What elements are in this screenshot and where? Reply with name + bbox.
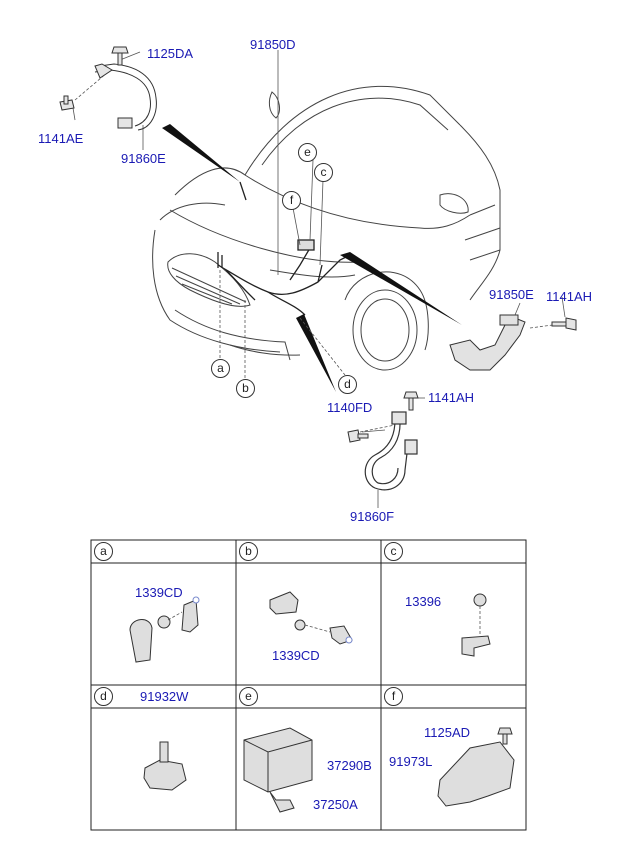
label-91850E: 91850E	[489, 287, 534, 302]
label-f-91973L: 91973L	[389, 754, 433, 769]
cell-f-parts	[437, 727, 515, 807]
bolt-1141AH-top	[551, 317, 577, 331]
grid-header-c: c	[384, 542, 403, 561]
label-91860E: 91860E	[121, 151, 166, 166]
label-91850D: 91850D	[250, 37, 296, 52]
label-c-13396: 13396	[405, 594, 442, 609]
grid-header-b: b	[239, 542, 258, 561]
cable-91860E	[94, 63, 157, 131]
car-outline	[152, 85, 501, 371]
callout-e: e	[298, 143, 317, 162]
label-a-1339CD: 1339CD	[135, 585, 183, 600]
grid-header-e: e	[239, 687, 258, 706]
label-e-37290B: 37290B	[327, 758, 372, 773]
cell-d-parts	[143, 741, 187, 791]
grid-header-f: f	[384, 687, 403, 706]
callout-f: f	[282, 191, 301, 210]
cable-91850E	[449, 314, 526, 371]
callout-b: b	[236, 379, 255, 398]
detail-grid	[90, 539, 527, 831]
cell-c-parts	[461, 593, 491, 657]
label-b-1339CD: 1339CD	[272, 648, 320, 663]
cell-b-parts	[269, 591, 353, 645]
label-91860F: 91860F	[350, 509, 395, 524]
bolt-1125DA	[111, 46, 129, 66]
callout-d: d	[338, 375, 357, 394]
label-d-91932W: 91932W	[140, 689, 189, 704]
label-1140FD: 1140FD	[327, 400, 373, 415]
grid-header-a: a	[94, 542, 113, 561]
cable-91860F	[364, 411, 418, 491]
bolt-1140FD	[347, 429, 369, 443]
leader-lines	[72, 50, 566, 508]
bolt-1141AH-bottom	[403, 391, 419, 411]
label-1141AE: 1141AE	[38, 131, 84, 146]
pointer-wedges	[162, 124, 462, 392]
cell-a-parts	[129, 596, 200, 663]
cell-e-parts	[243, 727, 313, 813]
callout-c: c	[314, 163, 333, 182]
grid-header-d: d	[94, 687, 113, 706]
label-1125DA: 1125DA	[147, 46, 194, 61]
label-e-37250A: 37250A	[313, 797, 358, 812]
label-f-1125AD: 1125AD	[424, 725, 471, 740]
wiring-harness	[217, 181, 351, 316]
bolt-1141AE	[59, 95, 75, 111]
label-1141AH-top: 1141AH	[546, 289, 593, 304]
callout-a: a	[211, 359, 230, 378]
label-1141AH-bottom: 1141AH	[428, 390, 475, 405]
